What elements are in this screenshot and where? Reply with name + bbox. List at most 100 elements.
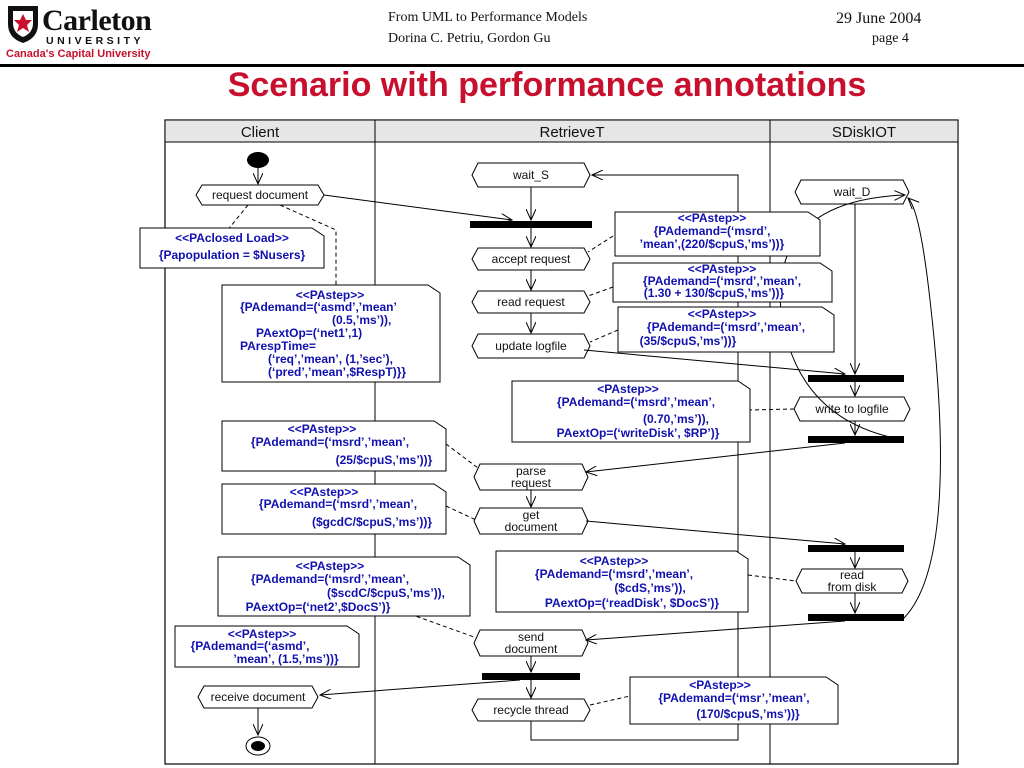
note-text: ’mean’, (1.5,’ms’))} xyxy=(233,652,339,666)
note-text: <<PAstep>> xyxy=(580,554,648,568)
activity-label: request document xyxy=(212,188,309,202)
flow-edge xyxy=(586,620,846,640)
activity-label: accept request xyxy=(492,252,571,266)
note-text: PArespTime= xyxy=(240,339,316,353)
note-text: {PAdemand=(‘msrd’,’mean’, xyxy=(647,320,805,334)
note-link xyxy=(747,408,795,411)
note-text: PAextOp=(‘net2’,$DocS’)} xyxy=(246,600,391,614)
header-talk-title: From UML to Performance Models xyxy=(388,10,588,25)
flow-edge xyxy=(323,194,512,220)
note-link xyxy=(445,443,479,469)
note-text: <<PAstep>> xyxy=(296,559,364,573)
logo-subtitle: UNIVERSITY xyxy=(46,35,145,47)
note-link xyxy=(747,574,797,582)
note-text: (‘req’,’mean’, (1,’sec’), xyxy=(268,352,393,366)
note-text: <<PAstep>> xyxy=(296,288,364,302)
note-text: <<PAstep>> xyxy=(678,211,746,225)
activity-get-document xyxy=(473,507,589,535)
note-text: <PAstep>> xyxy=(689,678,750,692)
note-text: (1.30 + 130/$cpuS,’ms’))} xyxy=(644,286,785,300)
flow-edge-disk-loop-2 xyxy=(903,198,941,619)
note-get-step xyxy=(221,483,447,535)
activity-label: request xyxy=(511,476,552,490)
flow-edge-recycle-loop xyxy=(530,175,739,741)
flow-edge xyxy=(585,520,845,544)
note-accept-step xyxy=(614,211,821,257)
note-text: <<PAstep>> xyxy=(228,627,296,641)
logo-tagline: Canada's Capital University xyxy=(6,48,151,60)
note-closed-load xyxy=(139,227,325,269)
activity-wait-s xyxy=(471,162,591,188)
slide-title: Scenario with performance annotations xyxy=(227,66,867,104)
activity-label: write to logfile xyxy=(814,402,889,416)
note-text: {PAdemand=(‘msrd’,’mean’, xyxy=(643,274,801,288)
page-number: page 4 xyxy=(872,31,909,46)
initial-node xyxy=(247,152,269,168)
note-write-step xyxy=(511,380,751,443)
note-receive-step xyxy=(174,625,360,668)
note-text: <<PAclosed Load>> xyxy=(175,231,289,245)
activity-label: send xyxy=(518,630,544,644)
note-client-step xyxy=(221,284,441,383)
logo-name: Carleton xyxy=(42,4,152,37)
note-link xyxy=(587,286,614,297)
note-text: {PAdemand=(‘msrd’,’mean’, xyxy=(535,567,693,581)
activity-label: read xyxy=(840,568,864,582)
flow-edge xyxy=(320,679,521,695)
activity-label: document xyxy=(505,642,558,656)
fork-bar-write-top xyxy=(808,375,904,382)
note-text: (0.70,’ms’)), xyxy=(643,412,709,426)
activity-label: parse xyxy=(516,464,546,478)
fork-bar-send xyxy=(482,673,580,680)
header-divider xyxy=(0,64,1024,67)
note-text: ($gcdC/$cpuS,’ms’))} xyxy=(312,515,432,529)
activity-label: from disk xyxy=(828,580,878,594)
activity-label: document xyxy=(505,520,558,534)
note-link xyxy=(587,235,614,253)
activity-label: update logfile xyxy=(495,339,567,353)
note-text: (35/$cpuS,’ms’))} xyxy=(640,334,737,348)
note-link xyxy=(445,505,477,521)
fork-bar-accept xyxy=(470,221,592,228)
activity-update-logfile xyxy=(471,333,591,359)
note-text: ’mean’,(220/$cpuS,’ms’))} xyxy=(640,237,785,251)
note-text: (170/$cpuS,’ms’))} xyxy=(696,707,800,721)
activity-read-request xyxy=(471,290,591,314)
note-text: {PAdemand=(‘asmd’,’mean’ xyxy=(240,300,397,314)
activity-label: receive document xyxy=(211,690,306,704)
university-crest-icon xyxy=(8,6,38,43)
note-text: (0.5,’ms’)), xyxy=(332,313,391,327)
note-text: <PAstep>> xyxy=(597,382,658,396)
header-authors: Dorina C. Petriu, Gordon Gu xyxy=(388,31,551,46)
activity-label: get xyxy=(523,508,540,522)
note-text: {PAdemand=(‘msrd’, xyxy=(654,224,771,238)
note-text: {PAdemand=(‘msrd’,’mean’, xyxy=(251,572,409,586)
note-text: <<PAstep>> xyxy=(288,422,356,436)
activity-write-to-logfile xyxy=(793,396,911,422)
note-read-step xyxy=(612,262,833,303)
note-text: {PAdemand=(‘msrd’,’mean’, xyxy=(557,395,715,409)
note-text: (‘pred’,’mean’,$RespT)}} xyxy=(268,365,406,379)
note-link xyxy=(589,329,619,343)
note-text: PAextOp=(‘readDisk’, $DocS’)} xyxy=(545,596,720,610)
lane-header-client: Client xyxy=(241,124,280,141)
note-parse-step xyxy=(221,420,447,472)
fork-bar-read-bottom xyxy=(808,614,904,621)
note-disk-step xyxy=(495,550,749,613)
activity-send-document xyxy=(473,629,589,657)
activity-receive-document xyxy=(197,685,319,709)
final-node-inner xyxy=(251,741,265,751)
lane-header-retrievet: RetrieveT xyxy=(539,124,604,141)
activity-request-document xyxy=(195,184,325,206)
activity-label: wait_S xyxy=(512,168,549,182)
header-date: 29 June 2004 xyxy=(836,10,922,27)
note-text: {PAdemand=(‘msrd’,’mean’, xyxy=(259,497,417,511)
swimlane-header-bar xyxy=(164,119,959,143)
activity-read-from-disk xyxy=(795,568,909,594)
note-text: {PAdemand=(‘msrd’,’mean’, xyxy=(251,435,409,449)
note-text: <<PAstep>> xyxy=(688,262,756,276)
flow-edge xyxy=(586,442,846,472)
flow-edge xyxy=(583,349,845,374)
note-recycle-step xyxy=(629,676,839,725)
note-text: ($scdC/$cpuS,’ms’)), xyxy=(327,586,445,600)
